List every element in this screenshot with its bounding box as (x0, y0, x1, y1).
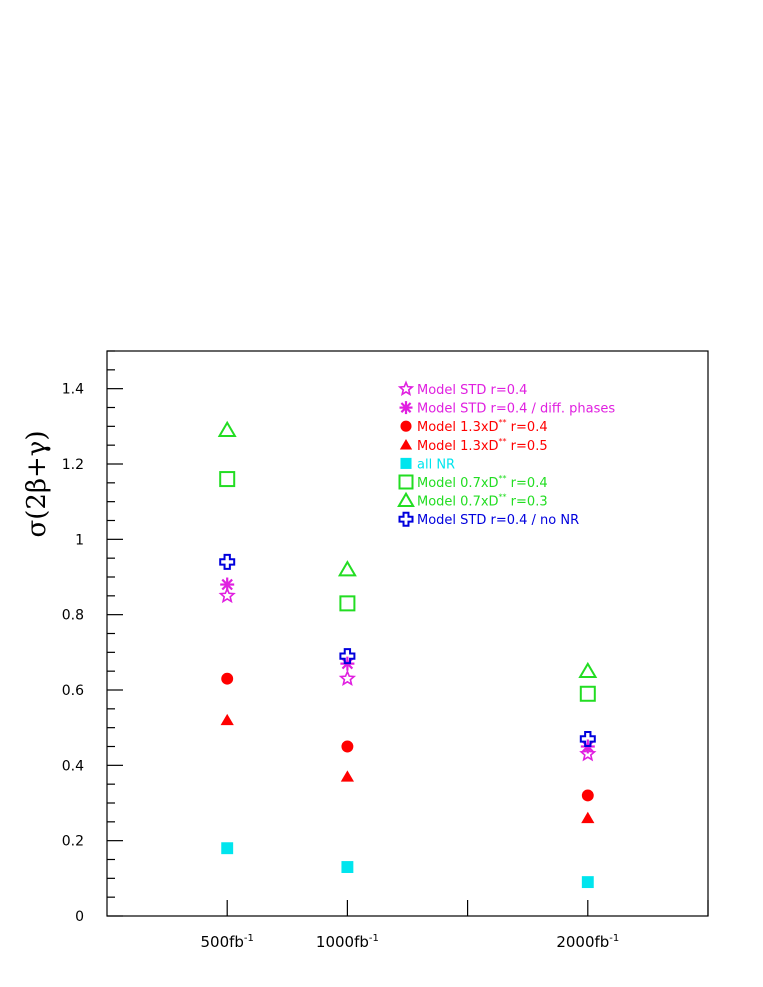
triangle-mark (581, 811, 595, 824)
legend-entry: Model 0.7xD** r=0.3 (417, 493, 548, 510)
data-point-series-3 (220, 713, 234, 726)
data-point-series-6 (337, 560, 357, 577)
y-tick-label: 0.8 (62, 608, 84, 624)
square-mark (219, 471, 236, 488)
triangle-mark (399, 438, 413, 450)
legend-entry: Model 1.3xD** r=0.5 (417, 437, 548, 454)
data-point-series-5 (579, 685, 596, 702)
triangle-mark (340, 770, 355, 782)
legend-entry: Model 0.7xD** r=0.4 (417, 474, 548, 491)
data-markers (217, 420, 598, 889)
triangle-mark (217, 420, 237, 437)
legend-entry: Model STD r=0.4 (417, 383, 527, 398)
data-point-series-0 (338, 669, 357, 687)
y-tick-label: 0 (75, 909, 84, 925)
legend-marker (399, 438, 413, 450)
asterisk-stroke (221, 578, 233, 591)
data-point-series-6 (217, 420, 237, 437)
triangle-mark (578, 661, 598, 679)
y-tick-label: 1.2 (62, 457, 84, 473)
data-point-series-2 (221, 672, 234, 685)
triangle-mark (397, 491, 415, 508)
y-tick-label: 0.2 (62, 834, 84, 850)
data-point-series-1 (220, 577, 235, 592)
data-point-series-0 (218, 586, 236, 604)
y-axis-label: σ(2β+γ) (22, 431, 52, 538)
square-mark (339, 595, 356, 612)
star-mark (579, 744, 597, 762)
data-point-series-2 (581, 789, 594, 802)
cross-mark (339, 648, 356, 665)
star-mark (218, 586, 236, 604)
data-point-series-7 (579, 730, 596, 747)
data-point-series-0 (579, 744, 597, 762)
star-mark (397, 380, 415, 396)
y-axis: 0 0.2 0.4 0.6 0.8 1 1.2 1.4 (62, 350, 123, 925)
square-mark (398, 474, 414, 490)
legend-entry: all NR (417, 457, 455, 472)
data-point-series-4 (581, 876, 594, 889)
legend-entry: Model 1.3xD** r=0.4 (417, 418, 548, 435)
square-mark (341, 861, 354, 873)
data-point-series-7 (339, 648, 356, 665)
circle-mark (400, 420, 412, 432)
cross-mark (398, 511, 414, 527)
data-point-series-7 (219, 553, 236, 570)
cross-mark (579, 730, 596, 747)
plot-frame (106, 350, 709, 917)
asterisk-stroke (400, 402, 412, 413)
triangle-mark (220, 713, 234, 726)
legend-marker (400, 420, 412, 432)
square-mark (579, 685, 596, 702)
legend-marker (398, 474, 414, 490)
cross-mark (219, 553, 236, 570)
y-tick-label: 0.4 (62, 758, 84, 774)
data-point-series-4 (341, 861, 354, 873)
triangle-mark (337, 560, 357, 577)
legend-entry: Model STD r=0.4 / diff. phases (417, 402, 615, 417)
square-mark (221, 842, 234, 855)
x-tick-label: 2000fb-1 (556, 933, 619, 951)
data-point-series-4 (221, 842, 234, 855)
data-point-series-3 (340, 770, 355, 782)
square-mark (581, 876, 594, 889)
legend-entry: Model STD r=0.4 / no NR (417, 513, 579, 528)
data-point-series-2 (341, 740, 354, 753)
data-point-series-6 (578, 661, 598, 679)
star-mark (338, 669, 357, 687)
data-point-series-3 (581, 811, 595, 824)
circle-mark (581, 789, 594, 802)
x-axis: 500fb-1 1000fb-1 2000fb-1 (200, 900, 709, 951)
y-tick-label: 1 (75, 532, 84, 548)
legend-marker (397, 491, 415, 508)
y-tick-label: 1.4 (62, 382, 84, 398)
square-mark (400, 457, 412, 469)
y-tick-label: 0.6 (62, 683, 84, 699)
legend-marker (400, 457, 412, 469)
circle-mark (341, 740, 354, 753)
x-tick-label: 500fb-1 (200, 933, 253, 951)
data-point-series-5 (339, 595, 356, 612)
circle-mark (221, 672, 234, 685)
legend-marker (397, 380, 415, 396)
legend-marker (399, 401, 413, 415)
legend-marker (398, 511, 414, 527)
x-tick-label: 1000fb-1 (316, 933, 379, 951)
data-point-series-5 (219, 471, 236, 488)
